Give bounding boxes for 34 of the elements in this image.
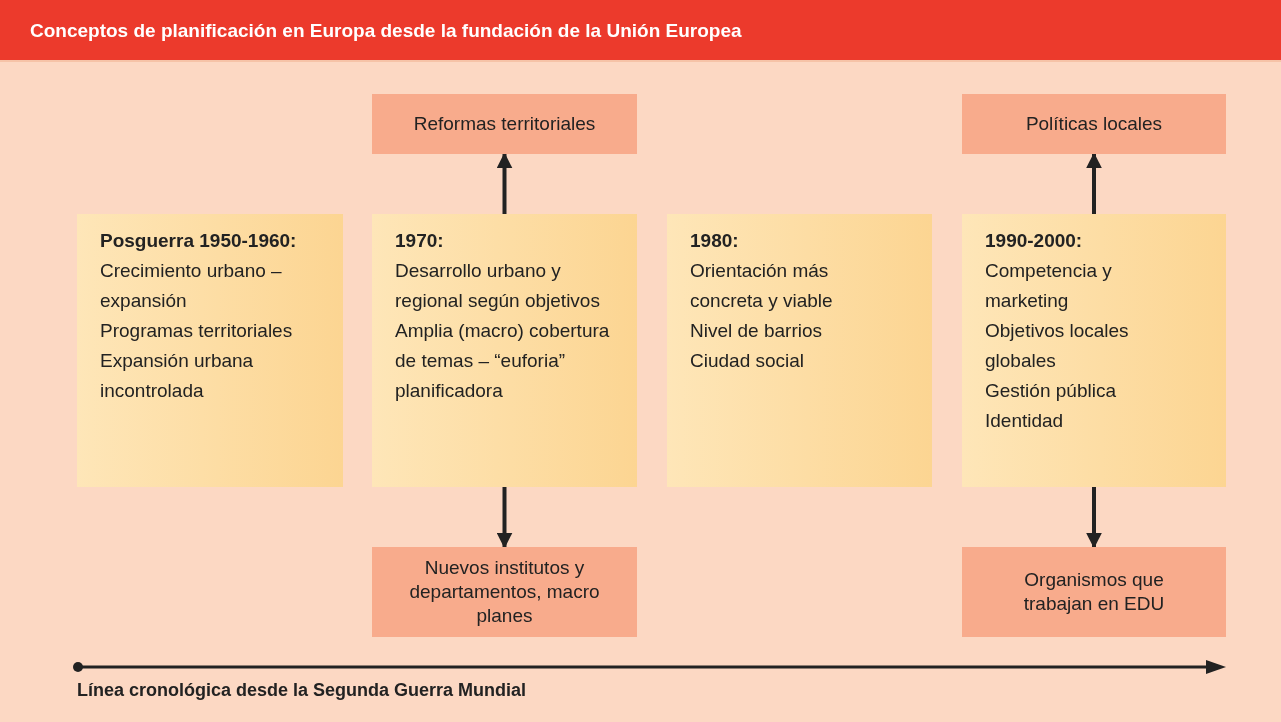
box-label: Reformas territoriales (412, 112, 597, 136)
box-label: Nuevos institutos y departamentos, macro planes (408, 556, 601, 628)
arrow (1086, 487, 1102, 549)
outcome-box (372, 94, 637, 154)
period-item: Gestión pública (985, 379, 1117, 403)
period-box (372, 214, 637, 487)
period-box (667, 214, 932, 487)
period-item: Competencia y marketing (985, 259, 1113, 313)
box-label: Políticas locales (1024, 112, 1164, 136)
outcome-box (962, 547, 1226, 637)
period-heading: Posguerra 1950-1960: (100, 229, 298, 253)
period-box (962, 214, 1226, 487)
period-item: Objetivos locales globales (985, 319, 1130, 373)
period-item: Desarrollo urbano y regional según objetivos (395, 259, 601, 313)
arrow (1086, 152, 1102, 214)
period-item: Nivel de barrios (690, 319, 823, 343)
outcome-box (372, 547, 637, 637)
period-heading: 1990-2000: (985, 229, 1084, 253)
period-heading: 1980: (690, 229, 740, 253)
period-heading: 1970: (395, 229, 445, 253)
period-item: Expansión urbana incontrolada (100, 349, 255, 403)
period-item: Ciudad social (690, 349, 806, 373)
period-item: Crecimiento urbano – expansión (100, 259, 283, 313)
title: Conceptos de planificación en Europa desde la fundación de la Unión Europea (30, 20, 742, 42)
arrow (496, 487, 513, 549)
box-label: Organismos que trabajan en EDU (1022, 568, 1166, 616)
period-item: Identidad (985, 409, 1065, 433)
period-box (77, 214, 343, 487)
outcome-box (962, 94, 1226, 154)
timeline-label: Línea cronológica desde la Segunda Guerra Mundial (77, 680, 527, 701)
arrow (496, 152, 513, 214)
period-item: Orientación más concreta y viable (690, 259, 834, 313)
period-item: Programas territoriales (100, 319, 294, 343)
period-item: Amplia (macro) cobertura de temas – “euforia” planificadora (395, 319, 610, 403)
